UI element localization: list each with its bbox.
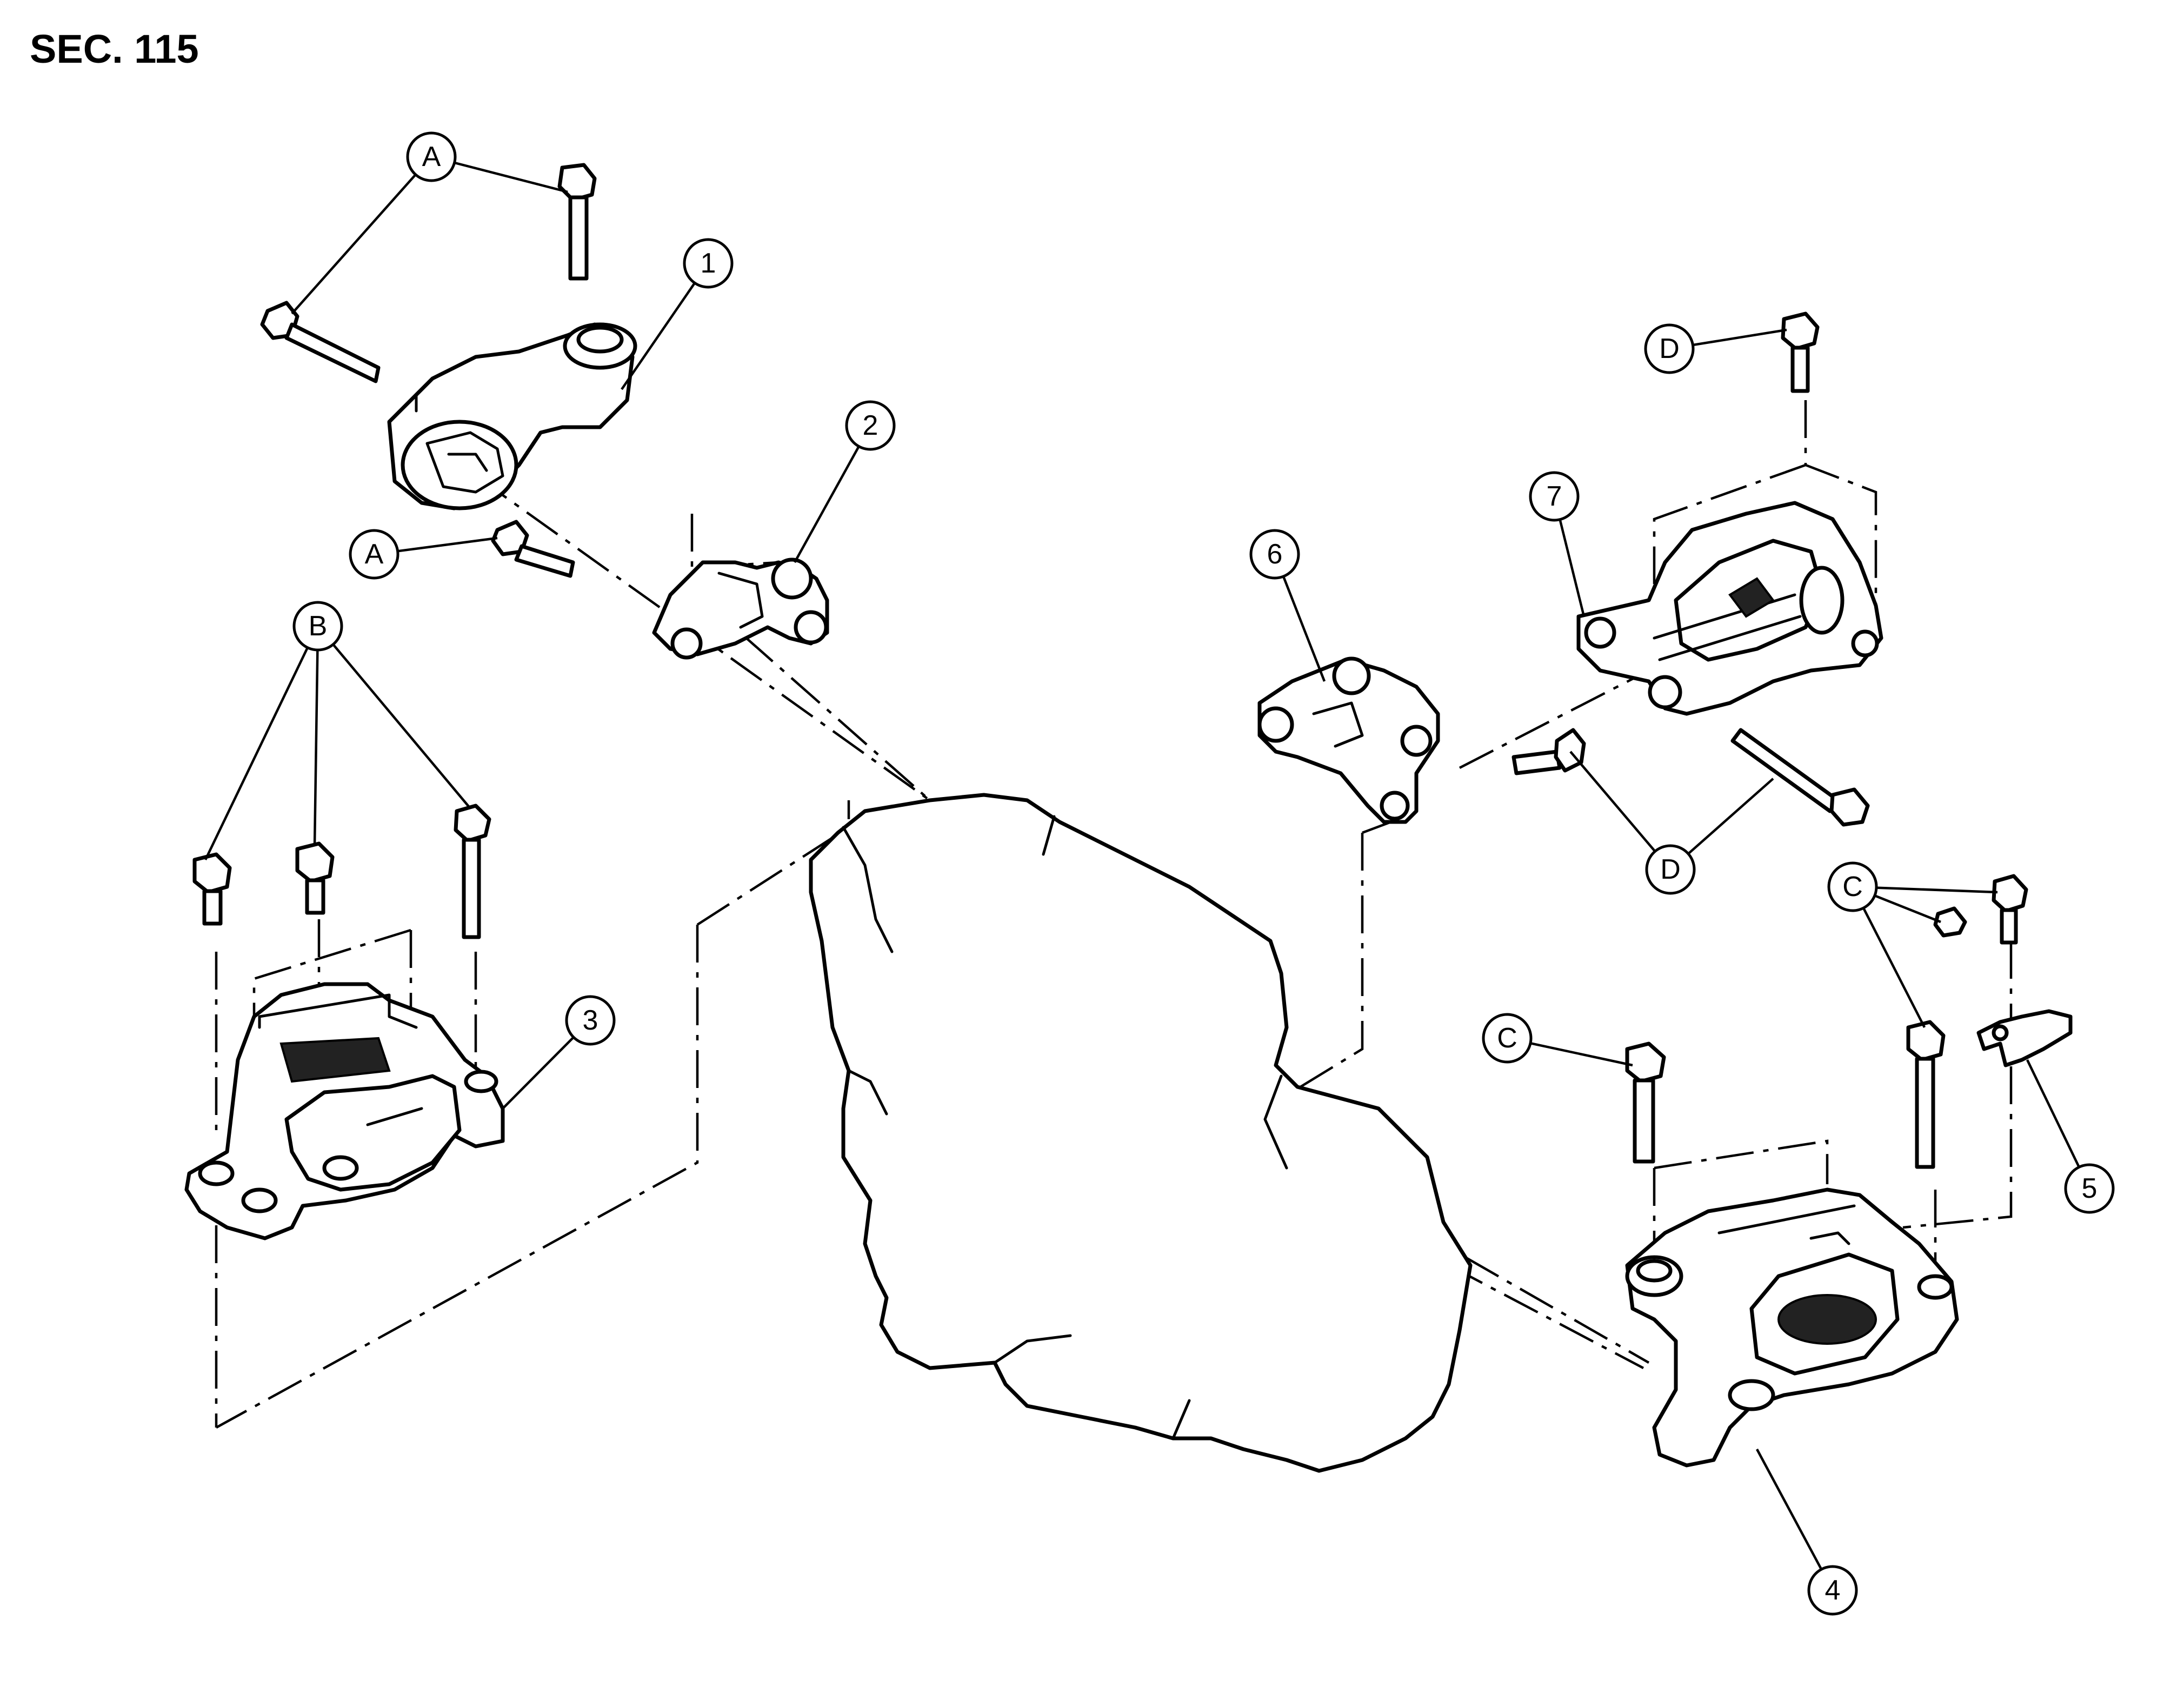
bolt-d-left [1512,728,1586,775]
bolt-d-right [1730,728,1870,827]
svg-text:A: A [365,539,384,570]
bolt-c-right [1992,874,2028,945]
callout-part-1: 1 [683,238,734,289]
svg-text:6: 6 [1267,539,1283,570]
svg-text:A: A [422,141,441,172]
bolt-c-middle [1906,1020,1946,1169]
callout-d-lower: D [1645,844,1696,895]
lh-engine-mount [184,982,505,1240]
svg-text:D: D [1659,333,1680,364]
bolt-a-lower [491,520,575,578]
svg-text:3: 3 [583,1005,598,1036]
callout-part-2: 2 [845,400,896,451]
rh-engine-mount [1576,501,1883,716]
upper-torque-rod [387,322,637,510]
bolt-d-top [1781,311,1820,393]
callout-part-7: 7 [1529,471,1580,522]
torque-rod-bracket [652,558,829,660]
bolt-a-vertical [557,163,597,281]
svg-text:B: B [309,610,328,642]
callout-part-6: 6 [1249,529,1300,580]
callout-part-5: 5 [2064,1163,2115,1214]
svg-text:5: 5 [2082,1173,2098,1204]
bolt-c-left [1625,1041,1666,1164]
svg-text:4: 4 [1825,1575,1841,1606]
svg-text:2: 2 [863,410,878,441]
svg-text:1: 1 [701,248,716,279]
callout-part-4: 4 [1807,1565,1858,1616]
callout-d-top: D [1644,323,1695,374]
callout-c-left: C [1482,1013,1533,1064]
section-title: SEC. 115 [30,26,199,71]
callout-part-3: 3 [565,995,616,1046]
transmission-mount [1625,1187,1959,1468]
bolt-b-right [454,804,491,939]
bolt-b-left [192,852,232,926]
svg-text:D: D [1660,854,1681,885]
callout-a-top: A [406,131,457,182]
svg-text:C: C [1497,1023,1517,1054]
rh-mount-bracket [1257,656,1440,824]
callout-a-lower: A [349,529,399,580]
bolt-a-horizontal [260,301,381,383]
nut-c [1933,906,1967,938]
engine-outline [809,793,1473,1473]
small-bracket [1976,1009,2073,1067]
callout-c-right: C [1827,861,1878,912]
svg-text:C: C [1842,871,1863,902]
bolt-b-middle [295,841,335,915]
callout-b: B [292,601,343,652]
svg-text:7: 7 [1547,481,1562,512]
